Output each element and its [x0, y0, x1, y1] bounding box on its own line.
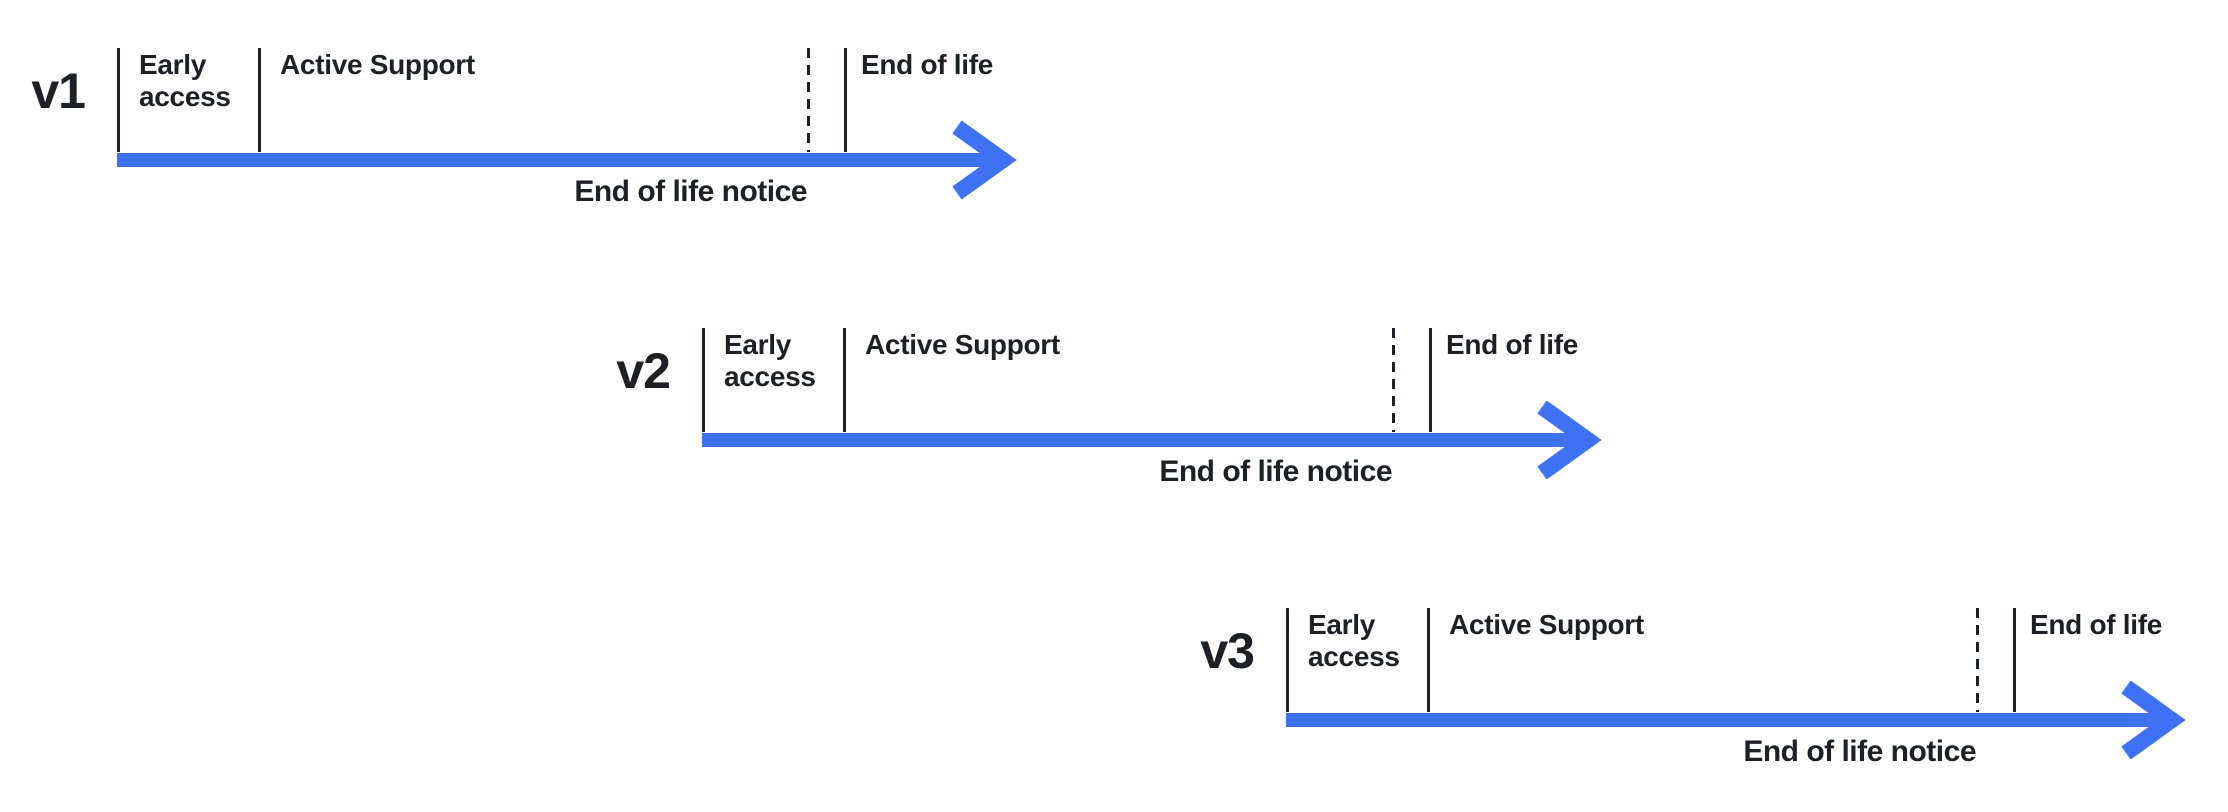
active-support-label: Active Support	[1449, 609, 1644, 640]
eol-notice-dashed-line	[807, 48, 810, 152]
early-access-label: Early access	[1308, 609, 1400, 672]
early-access-start-tick	[702, 328, 705, 432]
end-of-life-tick	[2013, 608, 2016, 712]
timeline-arrow	[702, 400, 1602, 480]
arrow-shaft	[117, 153, 1001, 167]
version-label: v2	[616, 343, 671, 399]
end-of-life-label: End of life	[861, 49, 994, 80]
eol-notice-dashed-line	[1976, 608, 1979, 712]
early-access-start-tick	[1286, 608, 1289, 712]
active-support-label: Active Support	[865, 329, 1060, 360]
arrow-head-icon	[2121, 680, 2186, 760]
end-of-life-notice-label: End of life notice	[1743, 735, 1976, 768]
timeline-arrow	[117, 120, 1017, 200]
timeline-v3: v3 Early access Active Support End of li…	[1200, 608, 2228, 778]
timeline-v1: v1 Early access Active Support End of li…	[31, 48, 1077, 218]
version-label: v1	[31, 63, 86, 119]
version-label: v3	[1200, 623, 1255, 679]
eol-notice-dashed-line	[1392, 328, 1395, 432]
arrow-shaft	[702, 433, 1586, 447]
end-of-life-notice-label: End of life notice	[574, 175, 807, 208]
arrow-head-icon	[952, 120, 1017, 200]
early-access-label: Early access	[139, 49, 231, 112]
arrow-head-icon	[1537, 400, 1602, 480]
end-of-life-tick	[844, 48, 847, 152]
active-support-start-tick	[1427, 608, 1430, 712]
arrow-shaft	[1286, 713, 2170, 727]
end-of-life-label: End of life	[1446, 329, 1579, 360]
timeline-v2: v2 Early access Active Support End of li…	[616, 328, 1662, 498]
end-of-life-label: End of life	[2030, 609, 2163, 640]
active-support-start-tick	[843, 328, 846, 432]
end-of-life-notice-label: End of life notice	[1159, 455, 1392, 488]
end-of-life-tick	[1429, 328, 1432, 432]
active-support-start-tick	[258, 48, 261, 152]
early-access-label: Early access	[724, 329, 816, 392]
early-access-start-tick	[117, 48, 120, 152]
timeline-arrow	[1286, 680, 2186, 760]
active-support-label: Active Support	[280, 49, 475, 80]
